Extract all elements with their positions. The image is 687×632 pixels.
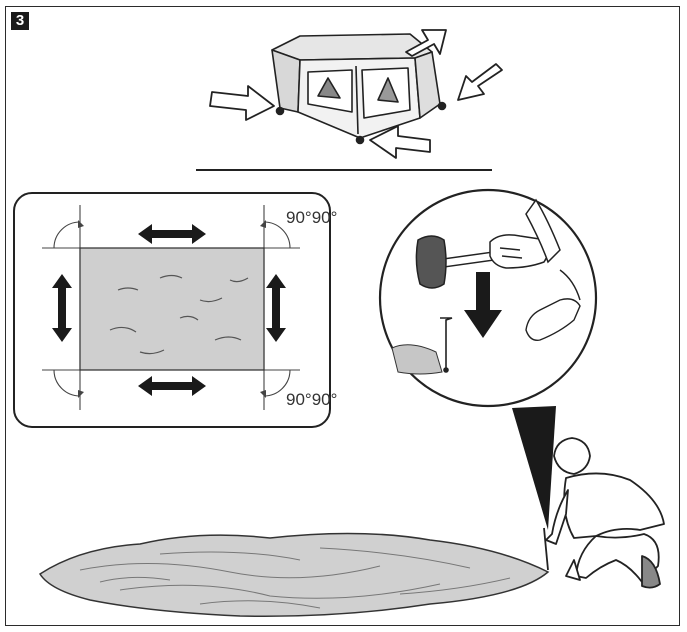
angle-label-bottom: 90°90° <box>286 390 337 410</box>
groundsheet-diagram <box>14 193 330 427</box>
person-kneeling-icon <box>544 438 664 588</box>
spread-groundsheet <box>40 533 548 616</box>
angle-label-top: 90°90° <box>286 208 337 228</box>
magnified-detail <box>380 190 596 530</box>
